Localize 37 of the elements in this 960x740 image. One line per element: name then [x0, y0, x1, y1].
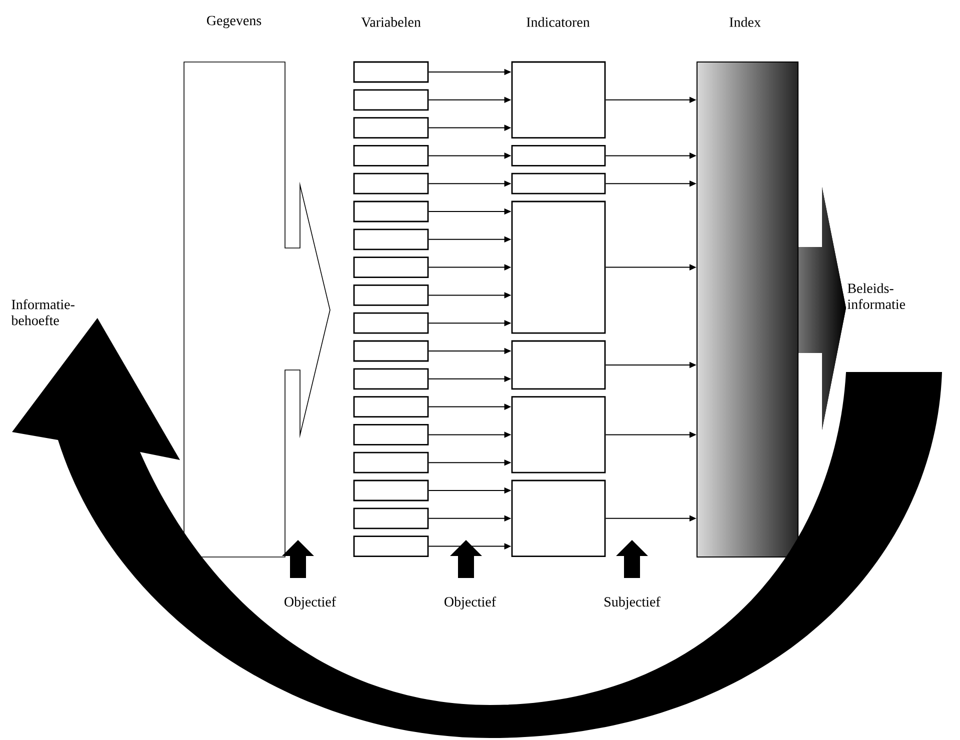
box	[353, 452, 429, 474]
box	[353, 340, 429, 362]
box	[353, 256, 429, 278]
box	[511, 200, 606, 334]
box	[353, 396, 429, 418]
box	[353, 172, 429, 194]
box	[353, 284, 429, 306]
box	[353, 312, 429, 334]
box	[353, 424, 429, 446]
box	[511, 172, 606, 194]
column-heading: Indicatoren	[526, 17, 590, 27]
box	[353, 89, 429, 111]
box	[511, 480, 606, 557]
axis-label: Objectief	[444, 596, 496, 610]
box	[511, 145, 606, 166]
box	[353, 508, 429, 530]
node-label: Informatie- behoefte	[11, 299, 74, 326]
box	[353, 61, 429, 83]
box	[353, 228, 429, 250]
block-arrow	[798, 187, 846, 430]
box	[511, 61, 606, 138]
box	[353, 145, 429, 166]
box	[353, 536, 429, 557]
column-heading: Gegevens	[206, 16, 262, 28]
box	[511, 396, 606, 474]
box	[353, 200, 429, 222]
block-arrow	[184, 62, 330, 558]
axis-label: Objectief	[284, 596, 336, 610]
column-heading: Index	[730, 17, 761, 27]
axis-label: Subjectief	[604, 596, 660, 610]
box	[353, 480, 429, 502]
box	[353, 368, 429, 390]
box	[353, 117, 429, 138]
curved-arrow	[12, 318, 942, 738]
box	[511, 340, 606, 390]
column-heading: Variabelen	[361, 17, 421, 27]
node-label: Beleids- informatie	[848, 283, 906, 310]
